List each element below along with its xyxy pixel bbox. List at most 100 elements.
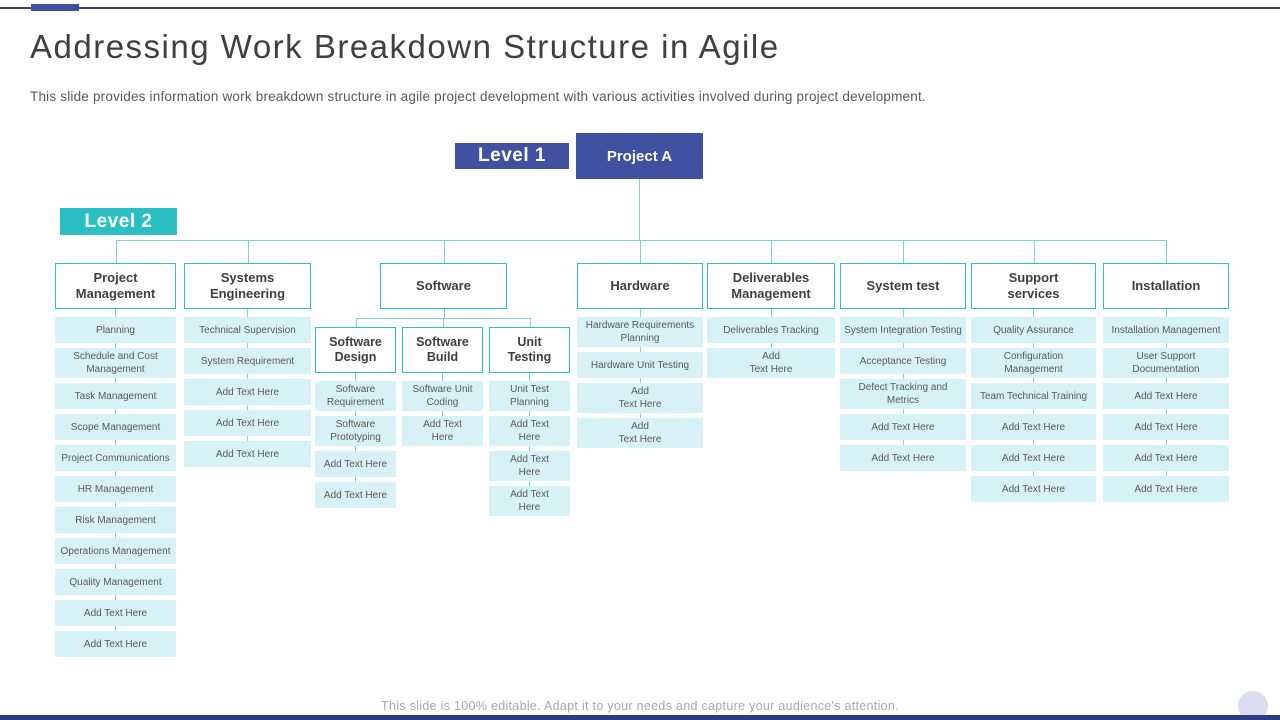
connector-dash [1165, 440, 1167, 445]
node-software-build[interactable]: Software Build [402, 327, 483, 373]
item-software-build-0[interactable]: Software Unit Coding [402, 381, 483, 411]
item-hardware-2[interactable]: Add Text Here [577, 383, 703, 413]
item-project-management-3[interactable]: Scope Management [55, 414, 176, 440]
connector-dash [1165, 343, 1167, 348]
node-hardware[interactable]: Hardware [577, 263, 703, 309]
item-system-test-4[interactable]: Add Text Here [840, 445, 966, 471]
node-software-design[interactable]: Software Design [315, 327, 396, 373]
item-system-test-0[interactable]: System Integration Testing [840, 317, 966, 343]
connector-dash [115, 626, 116, 631]
item-support-services-0[interactable]: Quality Assurance [971, 317, 1096, 343]
item-deliverables-management-0[interactable]: Deliverables Tracking [707, 317, 835, 343]
connector-dash [639, 309, 641, 317]
item-unit-testing-0[interactable]: Unit Test Planning [489, 381, 570, 411]
item-deliverables-management-1[interactable]: Add Text Here [707, 348, 835, 378]
item-project-management-6[interactable]: Risk Management [55, 507, 176, 533]
item-hardware-3[interactable]: Add Text Here [577, 418, 703, 448]
item-installation-5[interactable]: Add Text Here [1103, 476, 1229, 502]
item-unit-testing-2[interactable]: Add Text Here [489, 451, 570, 481]
node-systems-engineering[interactable]: Systems Engineering [184, 263, 311, 309]
connector-line [640, 240, 641, 263]
connector-dash [1033, 471, 1034, 476]
item-software-design-0[interactable]: Software Requirement [315, 381, 396, 411]
item-project-management-10[interactable]: Add Text Here [55, 631, 176, 657]
item-project-management-0[interactable]: Planning [55, 317, 176, 343]
item-hardware-0[interactable]: Hardware Requirements Planning [577, 317, 703, 347]
item-system-test-2[interactable]: Defect Tracking and Metrics [840, 379, 966, 409]
item-systems-engineering-4[interactable]: Add Text Here [184, 441, 311, 467]
item-support-services-3[interactable]: Add Text Here [971, 414, 1096, 440]
node-support-services[interactable]: Support services [971, 263, 1096, 309]
connector-dash [355, 477, 356, 482]
item-installation-2[interactable]: Add Text Here [1103, 383, 1229, 409]
connector-dash [442, 411, 443, 416]
connector-line [1166, 240, 1167, 263]
item-project-management-9[interactable]: Add Text Here [55, 600, 176, 626]
item-software-design-2[interactable]: Add Text Here [315, 451, 396, 477]
connector-line [771, 240, 772, 263]
node-deliverables-management[interactable]: Deliverables Management [707, 263, 835, 309]
item-project-management-1[interactable]: Schedule and Cost Management [55, 348, 176, 378]
item-installation-1[interactable]: User Support Documentation [1103, 348, 1229, 378]
connector-line [248, 240, 249, 263]
connector-line [356, 318, 357, 327]
connector-dash [247, 374, 248, 379]
node-installation[interactable]: Installation [1103, 263, 1229, 309]
item-unit-testing-1[interactable]: Add Text Here [489, 416, 570, 446]
item-systems-engineering-0[interactable]: Technical Supervision [184, 317, 311, 343]
node-software[interactable]: Software [380, 263, 507, 309]
item-project-management-5[interactable]: HR Management [55, 476, 176, 502]
connector-dash [115, 533, 116, 538]
item-installation-0[interactable]: Installation Management [1103, 317, 1229, 343]
item-hardware-1[interactable]: Hardware Unit Testing [577, 352, 703, 378]
connector-dash [529, 446, 530, 451]
connector-line [116, 240, 117, 263]
connector-dash [1033, 409, 1034, 414]
connector-dash [247, 343, 248, 348]
item-installation-4[interactable]: Add Text Here [1103, 445, 1229, 471]
item-project-management-8[interactable]: Quality Management [55, 569, 176, 595]
connector-dash [770, 309, 772, 317]
node-project-management[interactable]: Project Management [55, 263, 176, 309]
bottom-accent-bar [0, 715, 1280, 720]
item-support-services-4[interactable]: Add Text Here [971, 445, 1096, 471]
connector-dash [1165, 378, 1167, 383]
item-system-test-1[interactable]: Acceptance Testing [840, 348, 966, 374]
item-systems-engineering-3[interactable]: Add Text Here [184, 410, 311, 436]
item-project-management-7[interactable]: Operations Management [55, 538, 176, 564]
connector-dash [115, 440, 116, 445]
item-software-design-1[interactable]: Software Prototyping [315, 416, 396, 446]
item-support-services-2[interactable]: Team Technical Training [971, 383, 1096, 409]
connector-line [443, 318, 444, 327]
connector-dash [355, 446, 356, 451]
item-systems-engineering-1[interactable]: System Requirement [184, 348, 311, 374]
connector-line [530, 318, 531, 327]
connector-dash [1033, 309, 1034, 317]
page-subtitle: This slide provides information work bre… [30, 89, 926, 104]
connector-line [116, 240, 1166, 241]
connector-dash [902, 309, 904, 317]
connector-dash [1033, 440, 1034, 445]
level-2-label: Level 2 [60, 208, 177, 235]
page-title: Addressing Work Breakdown Structure in A… [30, 28, 780, 65]
item-installation-3[interactable]: Add Text Here [1103, 414, 1229, 440]
connector-line [1034, 240, 1035, 263]
item-software-build-1[interactable]: Add Text Here [402, 416, 483, 446]
item-unit-testing-3[interactable]: Add Text Here [489, 486, 570, 516]
node-project-a[interactable]: Project A [576, 133, 703, 179]
node-system-test[interactable]: System test [840, 263, 966, 309]
item-system-test-3[interactable]: Add Text Here [840, 414, 966, 440]
connector-dash [355, 411, 356, 416]
item-project-management-2[interactable]: Task Management [55, 383, 176, 409]
item-software-design-3[interactable]: Add Text Here [315, 482, 396, 508]
item-support-services-5[interactable]: Add Text Here [971, 476, 1096, 502]
connector-line [903, 240, 904, 263]
connector-dash [247, 405, 248, 410]
item-project-management-4[interactable]: Project Communications [55, 445, 176, 471]
item-systems-engineering-2[interactable]: Add Text Here [184, 379, 311, 405]
node-unit-testing[interactable]: Unit Testing [489, 327, 570, 373]
item-support-services-1[interactable]: Configuration Management [971, 348, 1096, 378]
